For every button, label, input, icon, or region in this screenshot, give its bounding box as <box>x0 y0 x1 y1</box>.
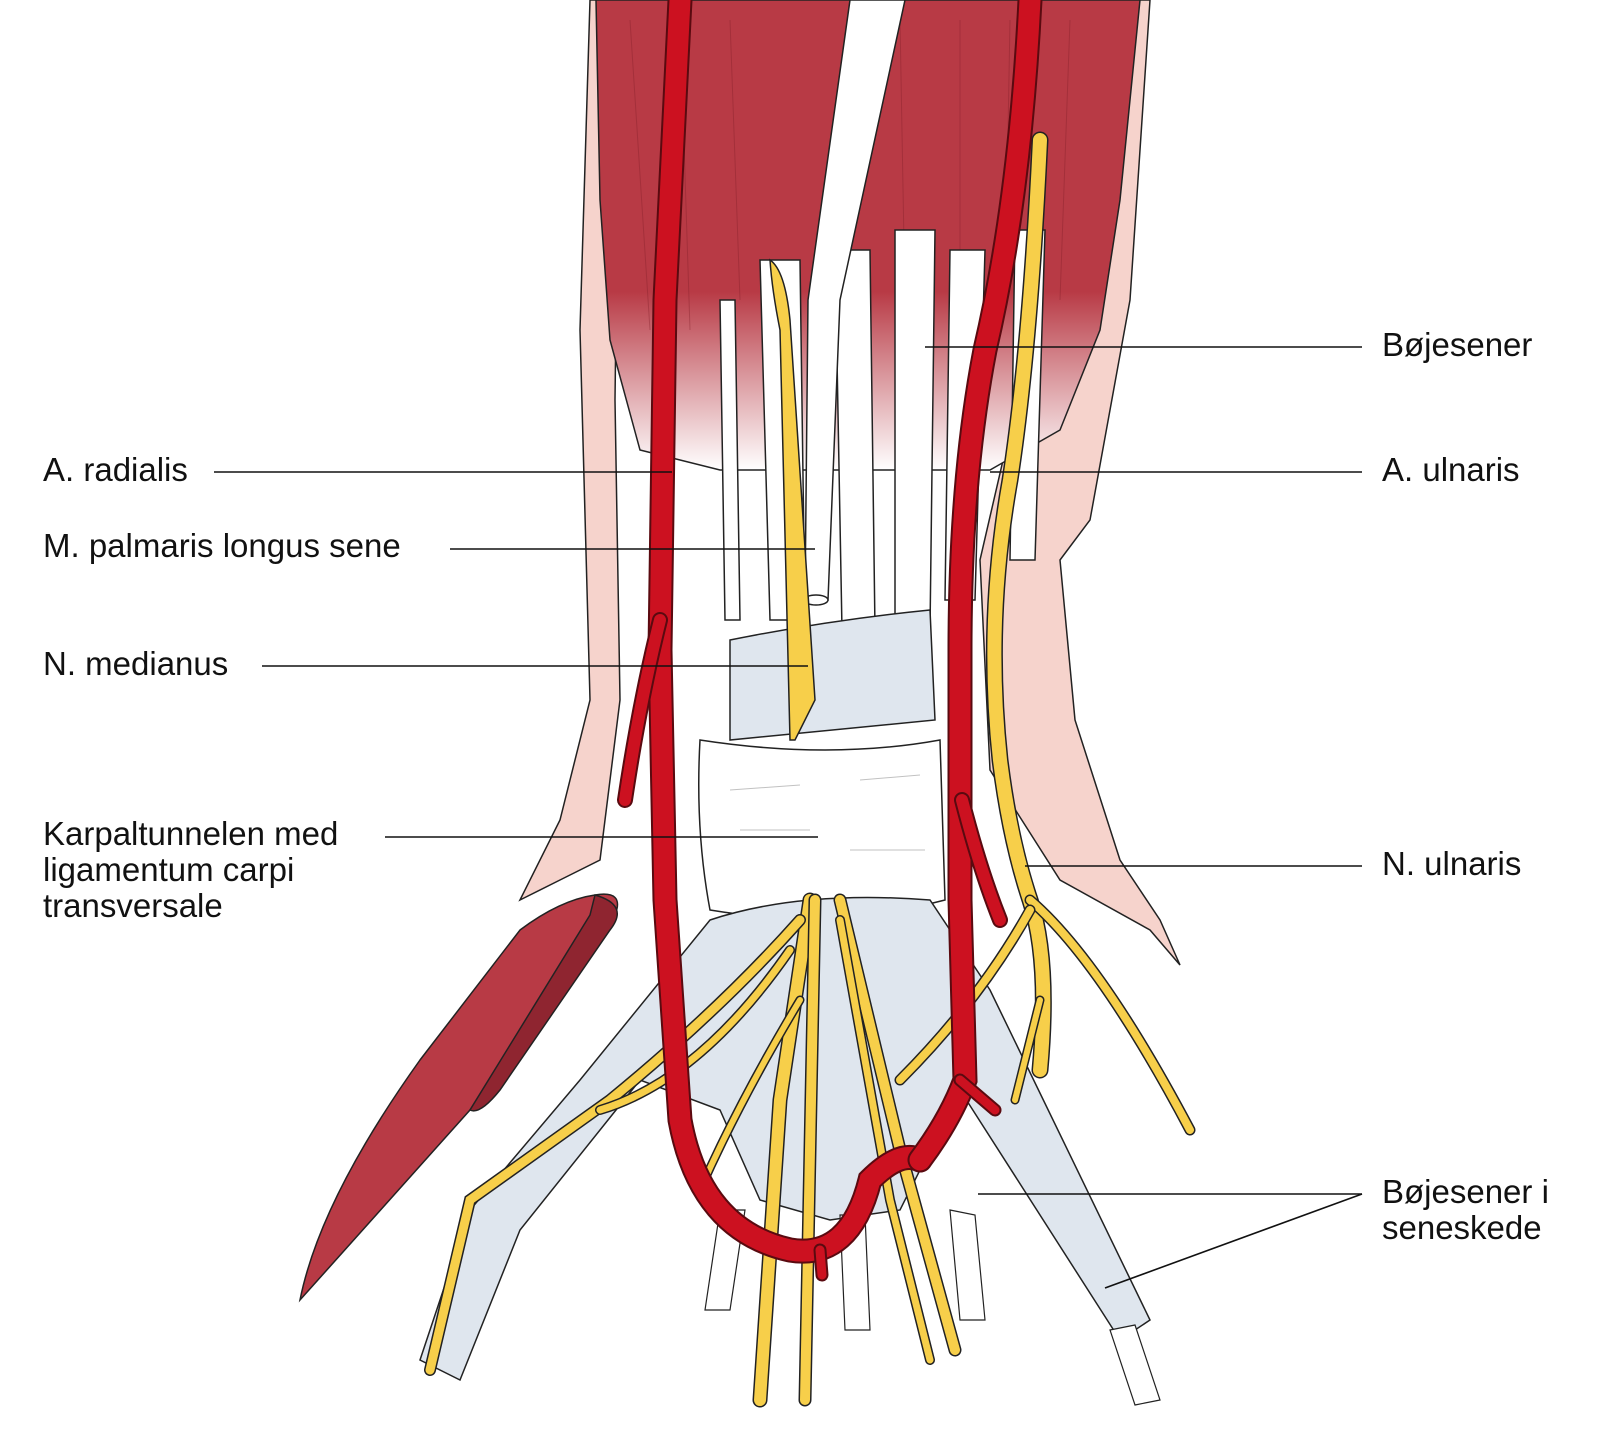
thenar-muscle <box>298 893 619 1303</box>
label-a-ulnaris: A. ulnaris <box>1382 451 1520 488</box>
radial-artery <box>617 0 933 1264</box>
label-karpaltunnelen: Karpaltunnelen med ligamentum carpi tran… <box>43 815 339 924</box>
median-nerve-upper <box>769 258 816 741</box>
label-bojesener: Bøjesener <box>1382 326 1533 363</box>
label-n-ulnaris: N. ulnaris <box>1382 845 1522 882</box>
finger-tendons <box>704 1209 1161 1406</box>
leader-bojesener-seneskede-2 <box>1104 1193 1363 1289</box>
label-a-radialis: A. radialis <box>43 451 188 488</box>
ulnar-artery <box>813 0 1043 1282</box>
label-palmaris-longus: M. palmaris longus sene <box>43 527 401 564</box>
label-bojesener-seneskede: Bøjesener i seneskede <box>1382 1173 1549 1246</box>
carpal-sheath-band <box>729 609 936 741</box>
leader-lines <box>214 346 1363 1289</box>
transverse-carpal-ligament <box>698 739 946 919</box>
label-n-medianus: N. medianus <box>43 645 229 682</box>
